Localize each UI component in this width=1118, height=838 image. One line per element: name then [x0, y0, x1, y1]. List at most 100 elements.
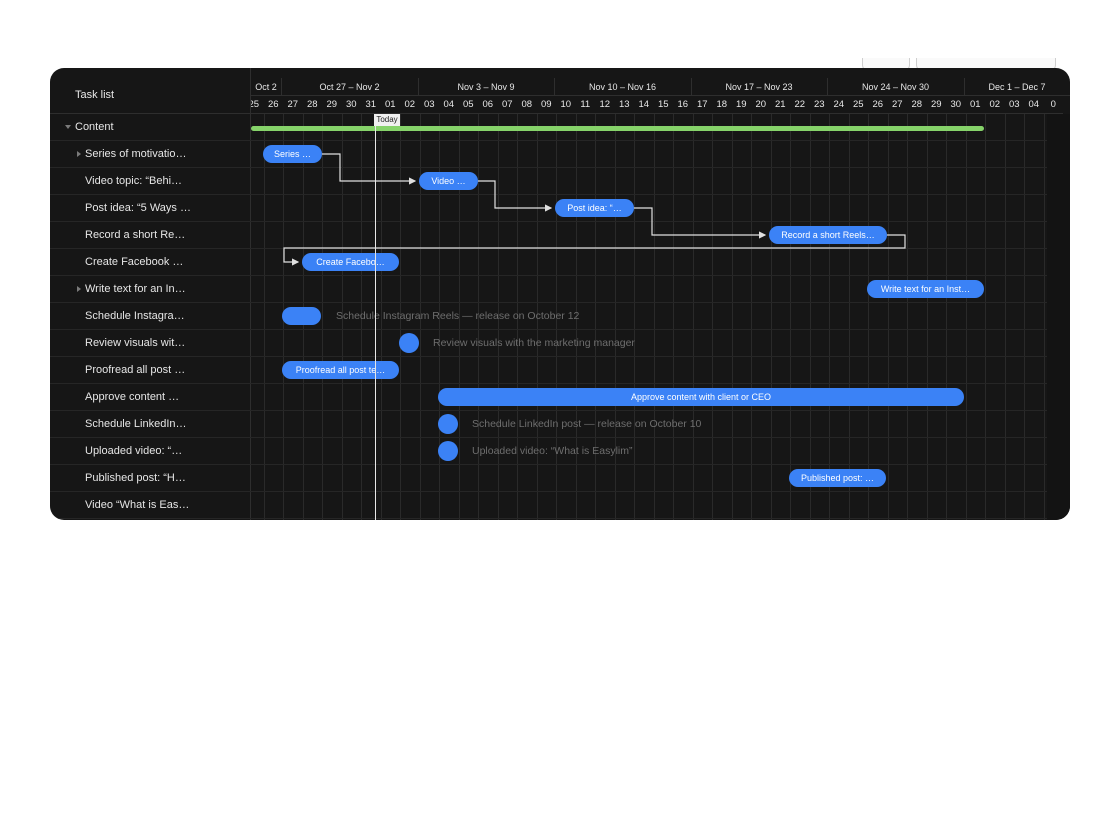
week-separator	[691, 78, 692, 96]
grid-column-line	[809, 114, 811, 520]
grid-row-line	[251, 194, 1070, 195]
grid-column-line	[458, 114, 460, 520]
bar-schedule-instagram[interactable]	[282, 307, 321, 325]
week-header: Nov 10 – Nov 16	[554, 68, 691, 96]
task-row[interactable]: Write text for an In…	[50, 276, 251, 303]
day-label: 30	[341, 96, 361, 114]
grid-column-line	[322, 114, 323, 520]
day-label: 22	[790, 96, 810, 114]
task-row[interactable]: Approve content …	[50, 384, 251, 411]
day-label: 02	[400, 96, 420, 114]
bar-video[interactable]: Video …	[419, 172, 478, 190]
grid-column-line	[829, 114, 830, 520]
grid-column-line	[985, 114, 986, 520]
day-label: 0	[1043, 96, 1063, 114]
day-label: 25	[251, 96, 264, 114]
week-header: Nov 3 – Nov 9	[418, 68, 554, 96]
task-row[interactable]: Create Facebook …	[50, 249, 251, 276]
task-row[interactable]: Series of motivatio…	[50, 141, 251, 168]
task-row-label: Write text for an In…	[85, 283, 186, 295]
bar-series[interactable]: Series …	[263, 145, 322, 163]
grid-column-line	[419, 114, 421, 520]
task-row[interactable]: Proofread all post …	[50, 357, 251, 384]
ghost-label-schedule-linkedin: Schedule LinkedIn post — release on Octo…	[472, 418, 702, 430]
task-row-label: Content	[75, 121, 114, 133]
grid-row-line	[251, 437, 1070, 438]
day-label: 04	[1024, 96, 1044, 114]
summary-bar-content[interactable]	[251, 126, 984, 131]
grid-column-line	[341, 114, 343, 520]
grid-column-line	[848, 114, 850, 520]
task-row-label: Schedule LinkedIn…	[85, 418, 187, 430]
day-label: 09	[536, 96, 556, 114]
task-row[interactable]: Video topic: “Behi…	[50, 168, 251, 195]
task-row-label: Record a short Re…	[85, 229, 186, 241]
milestone-uploaded-video[interactable]	[438, 441, 458, 461]
day-label: 04	[439, 96, 459, 114]
grid-row-line	[251, 167, 1070, 168]
grid-column-line	[263, 114, 265, 520]
week-label: Nov 3 – Nov 9	[457, 82, 515, 92]
day-label: 21	[770, 96, 790, 114]
day-label: 01	[380, 96, 400, 114]
day-label: 28	[907, 96, 927, 114]
day-label: 29	[322, 96, 342, 114]
task-row[interactable]: Uploaded video: “…	[50, 438, 251, 465]
day-label: 15	[653, 96, 673, 114]
grid-row-line	[251, 275, 1070, 276]
task-row[interactable]: Review visuals wit…	[50, 330, 251, 357]
bar-write-text[interactable]: Write text for an Inst…	[867, 280, 984, 298]
task-row-label: Video topic: “Behi…	[85, 175, 183, 187]
bar-create-facebook[interactable]: Create Facebo…	[302, 253, 399, 271]
grid-column-line	[556, 114, 557, 520]
task-row[interactable]: Post idea: “5 Ways …	[50, 195, 251, 222]
grid-column-line	[536, 114, 538, 520]
grid-column-line	[751, 114, 752, 520]
week-header: Nov 17 – Nov 23	[691, 68, 827, 96]
day-label: 20	[751, 96, 771, 114]
bar-published-post[interactable]: Published post: …	[789, 469, 886, 487]
ghost-label-uploaded-video: Uploaded video: “What is Easylim”	[472, 445, 633, 457]
day-label: 10	[556, 96, 576, 114]
milestone-review-visuals[interactable]	[399, 333, 419, 353]
task-row[interactable]: Video “What is Eas…	[50, 492, 251, 519]
week-header: Dec 1 – Dec 7	[964, 68, 1070, 96]
bar-proofread[interactable]: Proofread all post te…	[282, 361, 399, 379]
task-row[interactable]: Record a short Re…	[50, 222, 251, 249]
grid-row-line	[251, 410, 1070, 411]
grid-row-line	[251, 140, 1070, 141]
day-label: 08	[517, 96, 537, 114]
grid-row-line	[251, 329, 1070, 330]
day-label: 30	[946, 96, 966, 114]
week-label: Nov 24 – Nov 30	[861, 82, 930, 92]
bar-approve[interactable]: Approve content with client or CEO	[438, 388, 964, 406]
grid-column-line	[673, 114, 674, 520]
day-label: 26	[868, 96, 888, 114]
grid-column-line	[965, 114, 967, 520]
day-label: 23	[809, 96, 829, 114]
task-row[interactable]: Content	[50, 114, 251, 141]
expand-icon[interactable]	[77, 151, 81, 157]
day-label: 13	[614, 96, 634, 114]
week-label: Dec 1 – Dec 7	[988, 82, 1046, 92]
day-label: 16	[673, 96, 693, 114]
day-label: 02	[985, 96, 1005, 114]
milestone-schedule-linkedin[interactable]	[438, 414, 458, 434]
grid-column-line	[400, 114, 401, 520]
task-row[interactable]: Published post: “H…	[50, 465, 251, 492]
week-separator	[281, 78, 282, 96]
bar-record[interactable]: Record a short Reels…	[769, 226, 887, 244]
day-label: 19	[731, 96, 751, 114]
today-label: Today	[374, 114, 400, 126]
day-label: 17	[692, 96, 712, 114]
grid-column-line	[497, 114, 499, 520]
week-header: Oct 27 – Nov 2	[281, 68, 418, 96]
collapse-icon[interactable]	[65, 125, 71, 129]
expand-icon[interactable]	[77, 286, 81, 292]
task-row[interactable]: Schedule Instagra…	[50, 303, 251, 330]
grid-column-line	[907, 114, 908, 520]
bar-post-idea[interactable]: Post idea: “…	[555, 199, 634, 217]
task-row[interactable]: Schedule LinkedIn…	[50, 411, 251, 438]
